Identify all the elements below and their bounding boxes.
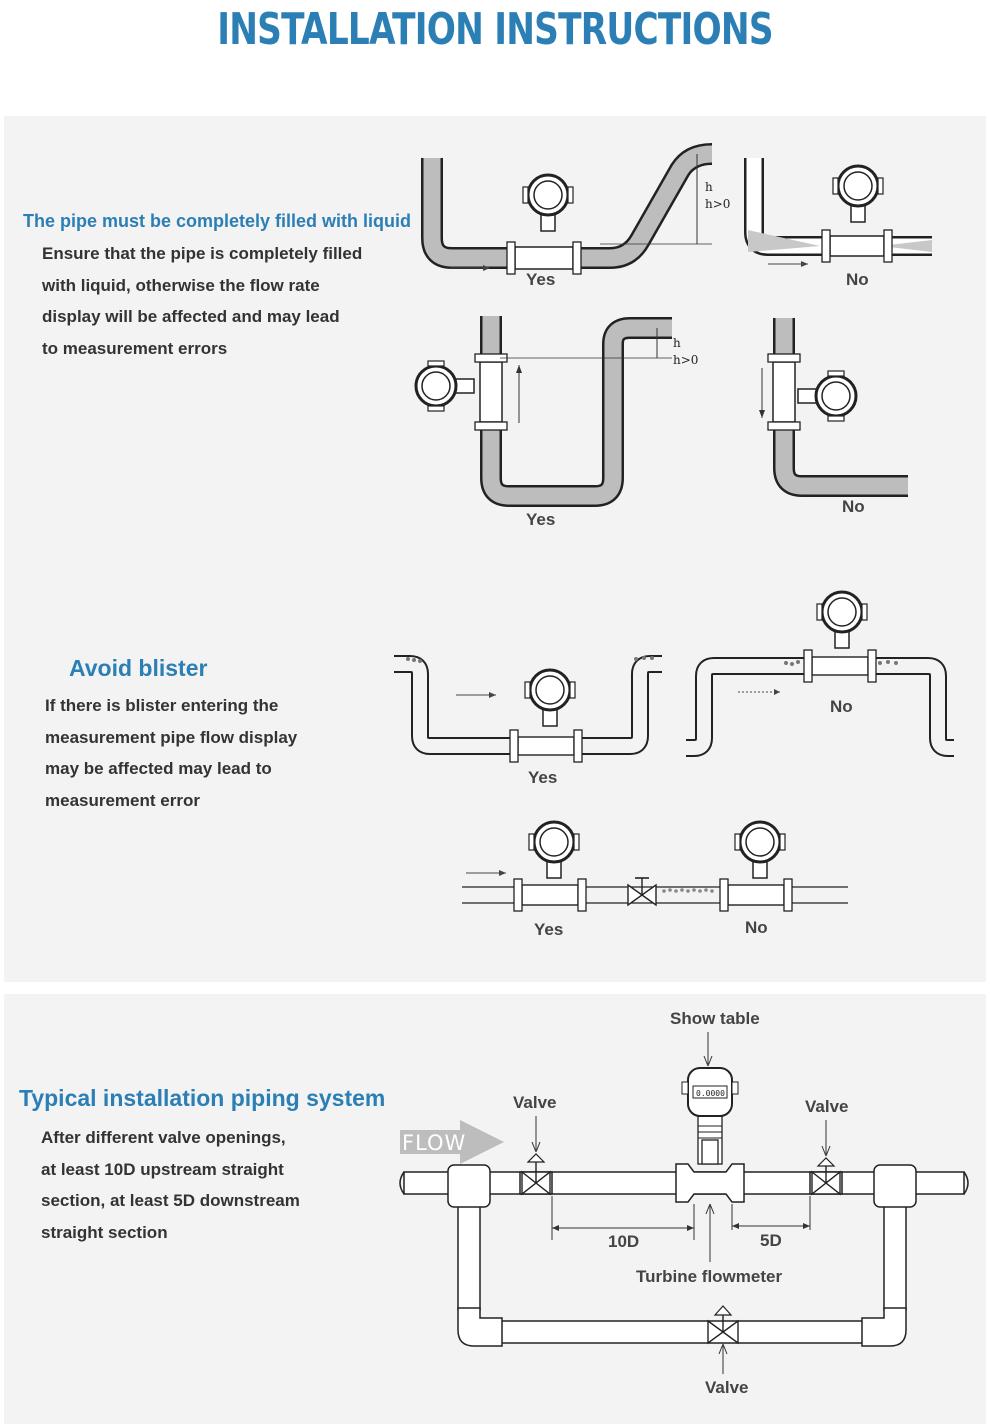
fig-label: h xyxy=(673,336,681,350)
fig-label: h xyxy=(705,180,713,194)
fig-label-10d: 10D xyxy=(608,1232,639,1251)
section-panel-2 xyxy=(4,994,986,1424)
fig-full-pipe-no-a xyxy=(744,158,932,268)
section2-line: may be affected may lead to xyxy=(45,759,272,778)
fig-label: h>0 xyxy=(705,197,730,211)
flow-label: FLOW xyxy=(402,1131,466,1155)
display-readout: 0.0000 xyxy=(696,1089,725,1098)
fig-label-valve-left: Valve xyxy=(513,1093,557,1112)
section3-line: After different valve openings, xyxy=(41,1128,286,1147)
fig-blister-valve xyxy=(462,820,848,912)
section3-heading: Typical installation piping system xyxy=(19,1085,386,1111)
section3-line: at least 10D upstream straight xyxy=(41,1159,284,1179)
section3-line: straight section xyxy=(41,1222,168,1242)
section1-line: Ensure that the pipe is completely fille… xyxy=(42,244,363,263)
fig-label-5d: 5D xyxy=(760,1231,782,1250)
fig-label-yes: Yes xyxy=(528,768,557,787)
fig-label-no: No xyxy=(830,697,853,716)
fig-blister-no-a xyxy=(686,590,954,757)
fig-label-no: No xyxy=(745,918,768,937)
fig-label-yes: Yes xyxy=(526,510,555,529)
fig-label-no: No xyxy=(842,497,865,516)
fig-full-pipe-yes-a xyxy=(421,143,713,275)
section1-line: display will be affected and may lead xyxy=(42,307,340,326)
section2-heading: Avoid blister xyxy=(69,655,208,681)
fig-label-yes: Yes xyxy=(534,920,563,939)
fig-blister-yes-a xyxy=(394,655,662,763)
fig-label-valve-bottom: Valve xyxy=(705,1378,749,1397)
page-title: INSTALLATION INSTRUCTIONS xyxy=(217,4,773,55)
section3-paragraph: After different valve openings, at least… xyxy=(41,1122,300,1248)
section1-heading: The pipe must be completely filled with … xyxy=(23,211,412,231)
fig-label-valve-right: Valve xyxy=(805,1097,849,1116)
section1-line: with liquid, otherwise the flow rate xyxy=(42,275,320,295)
section2-line: measurement pipe flow display xyxy=(45,727,298,747)
fig-full-pipe-yes-b xyxy=(414,316,672,507)
section1-line: to measurement errors xyxy=(42,338,228,358)
section3-line: section, at least 5D downstream xyxy=(41,1191,300,1210)
fig-full-pipe-no-b xyxy=(759,318,908,497)
section2-line: measurement error xyxy=(45,790,200,810)
fig-label-turbine: Turbine flowmeter xyxy=(636,1267,782,1286)
fig-label: h>0 xyxy=(673,353,698,367)
fig-label-yes: Yes xyxy=(526,270,555,289)
section2-paragraph: If there is blister entering the measure… xyxy=(45,690,297,816)
section1-paragraph: Ensure that the pipe is completely fille… xyxy=(42,238,362,364)
fig-piping-system xyxy=(399,1032,969,1374)
fig-label-show-table: Show table xyxy=(670,1009,760,1028)
section2-line: If there is blister entering the xyxy=(45,696,279,715)
fig-label-no: No xyxy=(846,270,869,289)
